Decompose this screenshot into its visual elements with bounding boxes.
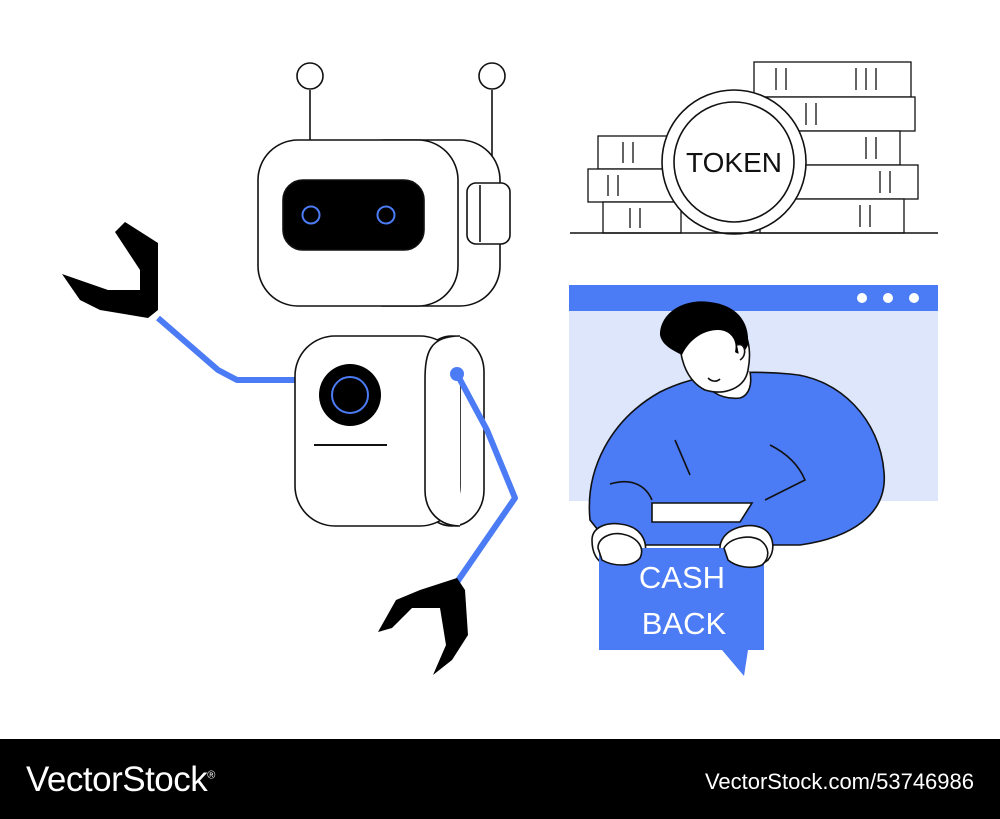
watermark-bar: VectorStock® VectorStock.com/53746986 xyxy=(0,739,1000,819)
coin-right-1 xyxy=(753,61,912,98)
window-dot-icon-3 xyxy=(909,293,919,303)
robot-icon xyxy=(62,62,518,675)
cashback-line-2: BACK xyxy=(642,606,727,641)
person-ear xyxy=(736,343,746,361)
speech-bubble-icon: CASH BACK xyxy=(597,532,769,676)
robot-arm-joint xyxy=(450,367,464,381)
robot-visor xyxy=(282,179,425,251)
person-mouth xyxy=(707,377,721,382)
robot-eye-right xyxy=(376,205,396,225)
brand-name: VectorStock xyxy=(26,760,208,799)
sweater-crease-2 xyxy=(764,444,807,501)
person-sweater xyxy=(588,371,885,546)
coin-right-5 xyxy=(759,198,905,234)
coin-ridges-left xyxy=(607,142,641,228)
illustration-canvas: TOKEN xyxy=(62,61,938,676)
coin-stack-icon: TOKEN xyxy=(570,61,938,235)
window-dot-icon-2 xyxy=(883,293,893,303)
robot-claw-right xyxy=(378,578,468,675)
brand-logo[interactable]: VectorStock® xyxy=(26,760,215,800)
coin-ridges-right xyxy=(775,68,891,227)
robot-antenna-ball-left xyxy=(296,62,324,90)
robot-antenna-ball-right xyxy=(478,62,506,90)
person-paper xyxy=(651,502,754,523)
robot-chest-button xyxy=(319,364,381,426)
sweater-crease-3 xyxy=(609,480,653,501)
robot-claw-left xyxy=(62,222,158,318)
brand-registered-mark: ® xyxy=(207,769,215,782)
robot-eye-left xyxy=(301,205,321,225)
cashback-bubble xyxy=(599,548,764,676)
person-hair xyxy=(660,301,749,355)
stock-id-link[interactable]: VectorStock.com/53746986 xyxy=(704,769,974,794)
browser-window-titlebar xyxy=(569,285,938,311)
cashback-line-1: CASH xyxy=(639,560,725,595)
robot-ear xyxy=(466,182,511,245)
robot-arm-left xyxy=(156,315,297,383)
robot-arm-right xyxy=(452,372,518,587)
token-label: TOKEN xyxy=(686,147,782,178)
token-coin-inner xyxy=(673,101,795,223)
robot-body-seam xyxy=(424,335,461,527)
sweater-crease-1 xyxy=(674,439,691,476)
robot-chest-button-ring xyxy=(331,376,369,414)
hand-overlap-left xyxy=(597,532,643,566)
coin-left-3 xyxy=(602,201,682,234)
hand-overlap-right xyxy=(723,536,769,568)
window-dot-icon-1 xyxy=(857,293,867,303)
